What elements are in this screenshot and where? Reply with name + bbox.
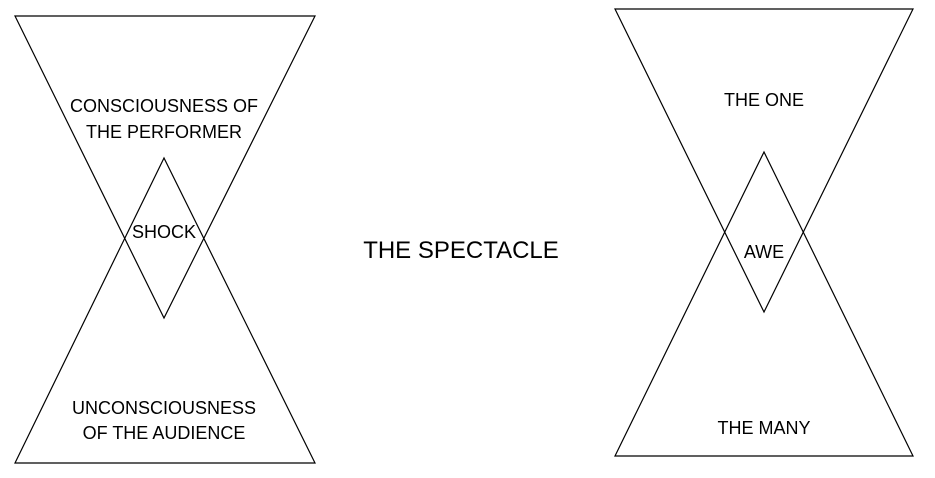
right-top-triangle (614, 8, 914, 314)
left-figure: CONSCIOUSNESS OF THE PERFORMER SHOCK UNC… (14, 15, 316, 464)
left-top-triangle (14, 15, 316, 320)
left-bottom-triangle (14, 156, 316, 464)
left-bottom-label-line1: UNCONSCIOUSNESS (72, 398, 256, 418)
right-figure: THE ONE AWE THE MANY (614, 8, 914, 457)
left-top-label-line1: CONSCIOUSNESS OF (70, 96, 258, 116)
center-title: THE SPECTACLE (363, 237, 559, 264)
right-center-label: AWE (744, 242, 784, 262)
left-bottom-label-line2: OF THE AUDIENCE (83, 423, 246, 443)
left-top-label-line2: THE PERFORMER (86, 122, 242, 142)
right-bottom-triangle (614, 150, 914, 457)
left-center-label: SHOCK (132, 222, 196, 242)
right-top-label: THE ONE (724, 90, 804, 110)
right-bottom-label: THE MANY (717, 418, 810, 438)
